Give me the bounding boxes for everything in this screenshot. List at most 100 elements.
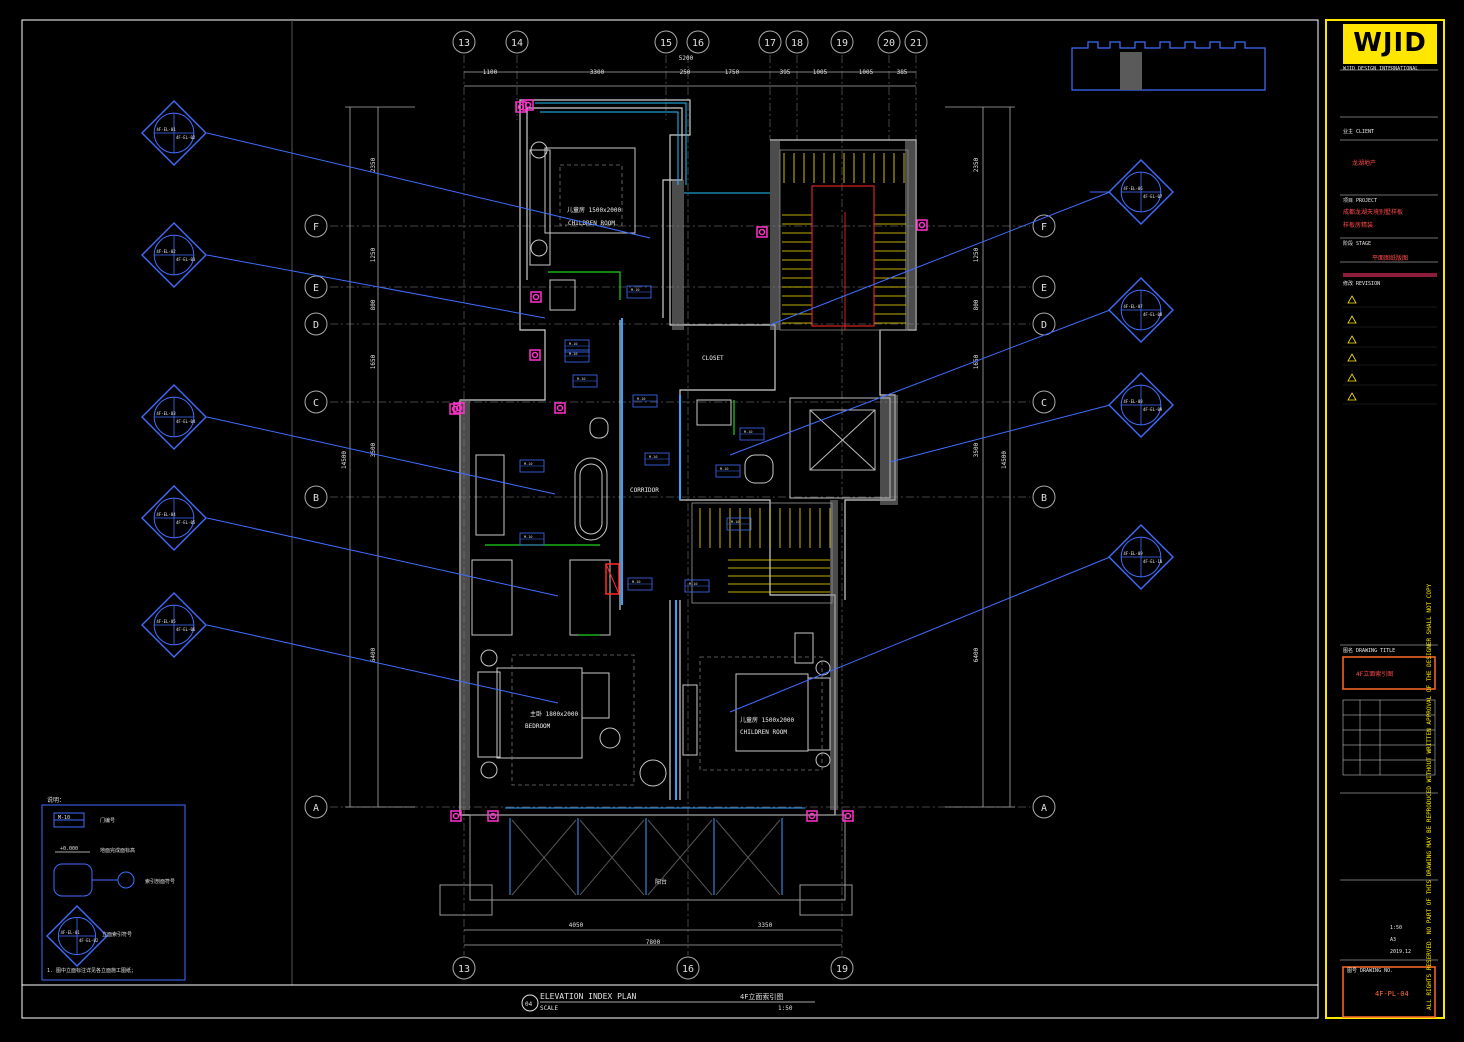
fire-hydrant <box>605 563 620 595</box>
room-size-bedroom: 主卧 1800x2000 <box>530 710 579 718</box>
svg-text:4F-EL-02: 4F-EL-02 <box>79 938 99 943</box>
column-marker <box>453 402 465 414</box>
dim-side: 3500 <box>973 442 980 457</box>
axis-bubble-row: A <box>1032 795 1056 819</box>
axis-bubble-row: D <box>304 312 328 336</box>
client-name: 龙湖地产 <box>1352 160 1377 167</box>
axis-label: D <box>1041 320 1047 331</box>
svg-text:M-10: M-10 <box>631 288 639 292</box>
axis-label: D <box>313 320 319 331</box>
drawing-frame <box>21 19 1319 1019</box>
svg-text:4F-EL-06: 4F-EL-06 <box>176 627 196 632</box>
sheet-title: 4F立面索引图 <box>1356 671 1394 678</box>
door-tag: M-10 <box>627 577 653 591</box>
svg-text:M-10: M-10 <box>569 352 577 356</box>
sheet-title-box <box>1342 656 1436 690</box>
column-marker <box>515 101 527 113</box>
drawing-scale-label: SCALE <box>540 1005 558 1012</box>
svg-text:M-10: M-10 <box>524 535 532 539</box>
svg-text:M-10: M-10 <box>577 377 585 381</box>
svg-text:4F-EL-07: 4F-EL-07 <box>1123 304 1143 309</box>
fire-hydrant-cross <box>605 563 620 595</box>
axis-bubble-top: 15 <box>654 30 678 54</box>
column-marker <box>529 349 541 361</box>
dimension-lines <box>345 71 1015 946</box>
tb-date: 2019.12 <box>1390 949 1412 955</box>
client-label: 业主 CLIENT <box>1343 129 1375 135</box>
room-size-children-right: 儿童房 1500x2000 <box>740 716 795 724</box>
dim-side: 6400 <box>973 647 980 662</box>
axis-label: 21 <box>910 38 922 49</box>
revision-table <box>1343 295 1437 405</box>
axis-bubble-bottom: 16 <box>676 956 700 980</box>
column-marker <box>487 810 499 822</box>
column-marker <box>806 810 818 822</box>
svg-text:4F-EL-06: 4F-EL-06 <box>1123 186 1143 191</box>
column-marker <box>756 226 768 238</box>
axis-label: 16 <box>692 38 704 49</box>
axis-label: E <box>1041 283 1047 294</box>
elevation-index-diamond: 4F-EL-01 4F-EL-02 <box>46 905 108 967</box>
dim-bottom: 7800 <box>646 939 661 946</box>
axis-bubble-row: C <box>1032 390 1056 414</box>
axis-bubble-row: C <box>304 390 328 414</box>
door-tag: M-10 <box>644 452 670 466</box>
legend-title: 说明： <box>47 796 65 804</box>
axis-bubble-bottom: 19 <box>830 956 854 980</box>
axis-bubble-top: 14 <box>505 30 529 54</box>
legend-level-desc: 地面完成面标高 <box>100 847 135 854</box>
blue-partitions <box>621 318 681 800</box>
room-label-balcony: 阳台 <box>655 878 667 886</box>
dim-top: 1005 <box>859 69 874 76</box>
svg-text:M-10: M-10 <box>649 455 657 459</box>
svg-text:M-10: M-10 <box>720 467 728 471</box>
column-marker <box>842 810 854 822</box>
column-marker <box>916 219 928 231</box>
column-marker <box>449 403 461 415</box>
key-plan <box>1071 41 1266 91</box>
tb-size: A3 <box>1390 937 1397 943</box>
axis-label: 19 <box>836 964 848 975</box>
dim-top: 385 <box>897 69 908 76</box>
svg-text:4F-EL-05: 4F-EL-05 <box>156 619 176 624</box>
axis-label: B <box>313 493 319 504</box>
revision-label: 修改 REVISION <box>1343 281 1381 287</box>
legend: 说明： M-10 门编号 +0.000 地面完成面标高 索引剖面符号 4F-EL… <box>41 796 186 981</box>
dim-bottom: 4050 <box>569 922 584 929</box>
dim-side: 2350 <box>973 157 980 172</box>
column-marker <box>450 810 462 822</box>
axis-label: 15 <box>660 38 672 49</box>
titleblock-lines <box>1340 69 1438 961</box>
door-tag: M-10 <box>715 464 741 478</box>
axis-bubble-row: F <box>304 214 328 238</box>
furniture <box>471 141 831 787</box>
axis-label: 20 <box>883 38 895 49</box>
dim-side: 6400 <box>370 647 377 662</box>
sheet-no-label: 图号 DRAWING NO. <box>1347 968 1394 974</box>
svg-text:M-10: M-10 <box>744 430 752 434</box>
svg-text:4F-EL-01: 4F-EL-01 <box>61 930 81 935</box>
room-label-children-top: CHILDREN ROOM <box>568 220 615 227</box>
room-size-children-top: 儿童房 1500x2000 <box>567 206 622 214</box>
dim-top: 1750 <box>725 69 740 76</box>
axis-label: 14 <box>511 38 523 49</box>
axis-label: E <box>313 283 319 294</box>
tb-scale: 1:50 <box>1390 925 1403 931</box>
axis-label: 17 <box>764 38 776 49</box>
dim-side: 800 <box>973 299 980 310</box>
axis-bubble-top: 13 <box>452 30 476 54</box>
legend-level-value: +0.000 <box>60 846 78 852</box>
svg-text:4F-EL-04: 4F-EL-04 <box>156 512 176 517</box>
signature-grid <box>1342 699 1436 776</box>
svg-text:M-10: M-10 <box>637 397 645 401</box>
drawing-title-en: ELEVATION INDEX PLAN <box>540 992 637 1001</box>
door-tag: M-10 <box>626 285 652 299</box>
axis-label: F <box>1041 222 1047 233</box>
